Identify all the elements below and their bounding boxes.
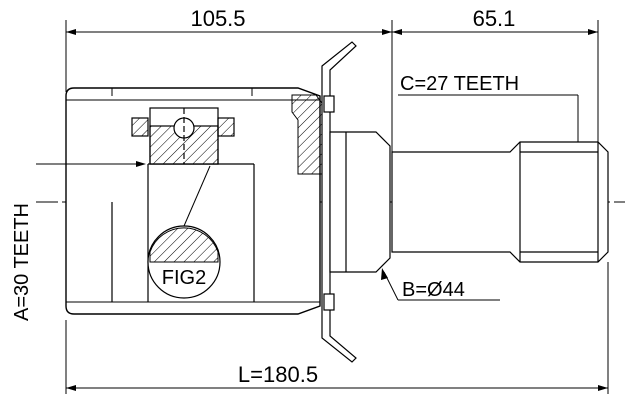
outer-spline-leader [398, 94, 579, 150]
inner-spline-leader-arrow [136, 161, 146, 167]
dim-housing-length: 105.5 [190, 6, 245, 31]
output-shaft [391, 141, 609, 263]
inner-spline-label: A=30 TEETH [11, 203, 33, 321]
top-dimension-arrows [66, 29, 598, 35]
boot-collar [329, 131, 391, 273]
tripod-detail [131, 107, 235, 165]
dim-shaft-length: 65.1 [473, 6, 516, 31]
housing-body [65, 87, 321, 315]
dim-overall-length: L=180.5 [238, 362, 318, 387]
fig2-hatched-segment [149, 227, 219, 263]
seal-diameter-label: B=Ø44 [402, 279, 465, 301]
housing-grooves [66, 88, 320, 303]
fig2-leader [183, 165, 211, 227]
overall-dimension-arrows [66, 385, 608, 391]
seal-diameter-leader-arrow [381, 268, 388, 280]
outer-spline-label: C=27 TEETH [400, 73, 519, 95]
fig2-label: FIG2 [162, 267, 206, 289]
housing-hatched-wall [291, 94, 331, 175]
boot-flange [321, 41, 357, 363]
top-dimension-lines [65, 20, 599, 152]
overall-dimension-lines [65, 262, 609, 394]
